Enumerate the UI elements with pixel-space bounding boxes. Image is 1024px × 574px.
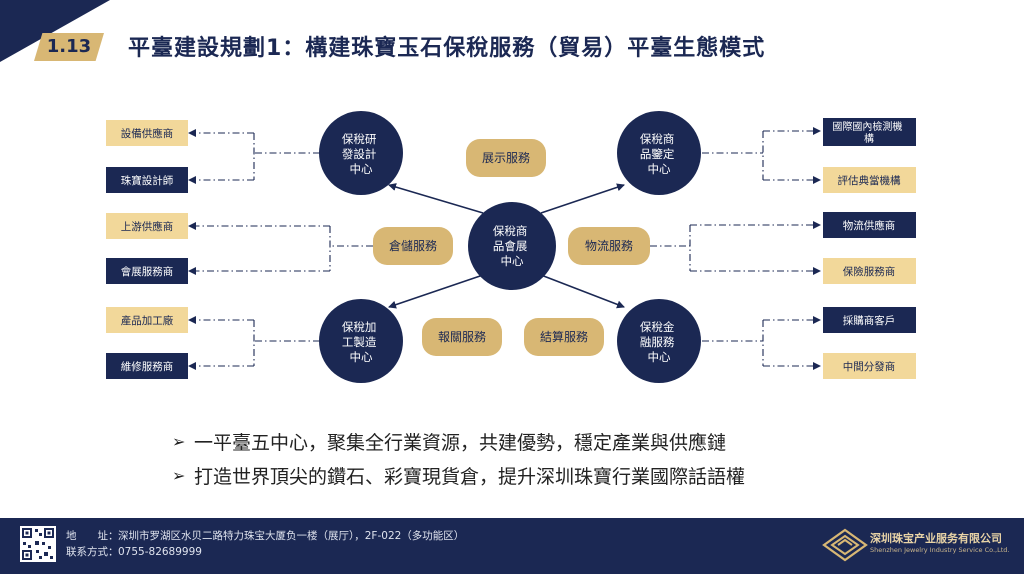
footer-phone-line: 联系方式：0755-82689999	[66, 544, 464, 560]
center-appraisal: 保稅商 品鑒定 中心	[617, 111, 701, 195]
svg-text:報關服務: 報關服務	[438, 330, 486, 344]
svg-text:保稅加 工製造 中心: 保稅加 工製造 中心	[342, 320, 380, 364]
arrow-bullet-icon: ➢	[172, 431, 186, 451]
box-pawn: 評估典當機構	[823, 167, 916, 193]
svg-text:保稅研 發設計 中心: 保稅研 發設計 中心	[342, 132, 380, 176]
connector-logistics	[650, 225, 691, 271]
connector-finance	[702, 320, 764, 366]
svg-text:採購商客戶: 採購商客戶	[843, 314, 896, 327]
box-insurance: 保險服務商	[823, 258, 916, 284]
box-equipment: 設備供應商	[106, 120, 188, 146]
center-hub: 保稅商 品會展 中心	[468, 202, 556, 290]
svg-text:保稅商 品會展 中心: 保稅商 品會展 中心	[493, 224, 531, 268]
svg-text:物流服務: 物流服務	[585, 239, 633, 253]
svg-text:結算服務: 結算服務	[540, 329, 588, 344]
center-rd: 保稅研 發設計 中心	[319, 111, 403, 195]
connector-processing	[253, 320, 320, 366]
box-exhibition-service: 會展服務商	[106, 258, 188, 284]
footer-address-line: 地 址：深圳市罗湖区水贝二路特力珠宝大厦负一楼（展厅），2F-022（多功能区）	[66, 528, 464, 544]
service-settlement: 結算服務	[524, 318, 604, 356]
company-logo-icon	[822, 528, 868, 562]
center-processing: 保稅加 工製造 中心	[319, 299, 403, 383]
spoke-processing	[388, 274, 484, 309]
box-designer: 珠寶設計師	[106, 167, 188, 193]
svg-text:設備供應商: 設備供應商	[121, 127, 174, 140]
hub-spokes	[388, 183, 625, 309]
box-processing-factory: 產品加工廠	[106, 307, 188, 333]
svg-text:保險服務商: 保險服務商	[843, 265, 896, 278]
service-warehouse: 倉儲服務	[373, 227, 453, 265]
center-finance: 保稅金 融服務 中心	[617, 299, 701, 383]
qr-code-icon	[20, 526, 56, 562]
contact-label: 联系方式：	[66, 546, 119, 558]
bullet-item: ➢ 一平臺五中心，聚集全行業資源，共建優勢，穩定產業與供應鏈	[172, 424, 745, 458]
page-title: 平臺建設規劃1：構建珠寶玉石保稅服務（貿易）平臺生態模式	[128, 36, 766, 61]
box-upstream: 上游供應商	[106, 213, 188, 239]
svg-text:維修服務商: 維修服務商	[121, 360, 174, 373]
connector-rd	[253, 133, 320, 180]
footer: 地 址：深圳市罗湖区水贝二路特力珠宝大厦负一楼（展厅），2F-022（多功能区）…	[0, 518, 1024, 574]
svg-text:中間分發商: 中間分發商	[843, 360, 896, 373]
svg-text:物流供應商: 物流供應商	[843, 219, 896, 232]
box-repair: 維修服務商	[106, 353, 188, 379]
svg-text:產品加工廠: 產品加工廠	[121, 314, 174, 327]
connector-appraisal	[702, 131, 764, 180]
svg-text:保稅金 融服務 中心: 保稅金 融服務 中心	[640, 320, 678, 364]
box-distributor: 中間分發商	[823, 353, 916, 379]
connector-warehouse	[329, 226, 373, 271]
bullet-text: 一平臺五中心，聚集全行業資源，共建優勢，穩定產業與供應鏈	[194, 431, 727, 454]
box-buyer: 採購商客戶	[823, 307, 916, 333]
section-badge: 1.13	[34, 33, 104, 61]
ecosystem-diagram: 展示服務 倉儲服務 物流服務 報關服務 結算服務 保稅研 發設計 中心 保稅商 …	[106, 111, 916, 383]
connectors	[188, 127, 821, 370]
svg-text:珠寶設計師: 珠寶設計師	[121, 174, 174, 187]
bullet-list: ➢ 一平臺五中心，聚集全行業資源，共建優勢，穩定產業與供應鏈 ➢ 打造世界頂尖的…	[172, 424, 745, 492]
bullet-item: ➢ 打造世界頂尖的鑽石、彩寶現貨倉，提升深圳珠寶行業國際話語權	[172, 458, 745, 492]
spoke-rd	[388, 183, 484, 214]
svg-text:上游供應商: 上游供應商	[121, 220, 174, 233]
spoke-appraisal	[540, 183, 625, 214]
spoke-finance	[540, 274, 625, 309]
svg-text:評估典當機構: 評估典當機構	[838, 174, 901, 187]
address-text: 深圳市罗湖区水贝二路特力珠宝大厦负一楼（展厅），2F-022（多功能区）	[118, 530, 465, 542]
box-testing: 國際國內檢測機 構	[823, 118, 916, 146]
svg-text:倉儲服務: 倉儲服務	[389, 238, 437, 253]
footer-contact: 地 址：深圳市罗湖区水贝二路特力珠宝大厦负一楼（展厅），2F-022（多功能区）…	[66, 528, 464, 560]
service-logistics: 物流服務	[568, 227, 650, 265]
svg-text:保稅商 品鑒定 中心: 保稅商 品鑒定 中心	[640, 132, 678, 176]
svg-text:展示服務: 展示服務	[482, 151, 530, 165]
company-name-en: Shenzhen Jewelry Industry Service Co.,Lt…	[870, 546, 1010, 554]
phone-text: 0755-82689999	[118, 546, 202, 558]
svg-text:會展服務商: 會展服務商	[121, 265, 174, 278]
company-name-cn: 深圳珠宝产业服务有限公司	[870, 532, 1002, 545]
address-label: 地 址：	[66, 530, 119, 542]
service-customs: 報關服務	[422, 318, 502, 356]
service-exhibition: 展示服務	[466, 139, 546, 177]
svg-text:國際國內檢測機 構: 國際國內檢測機 構	[832, 120, 905, 145]
box-logistics-supplier: 物流供應商	[823, 212, 916, 238]
bullet-text: 打造世界頂尖的鑽石、彩寶現貨倉，提升深圳珠寶行業國際話語權	[194, 465, 746, 488]
arrow-bullet-icon: ➢	[172, 465, 186, 485]
